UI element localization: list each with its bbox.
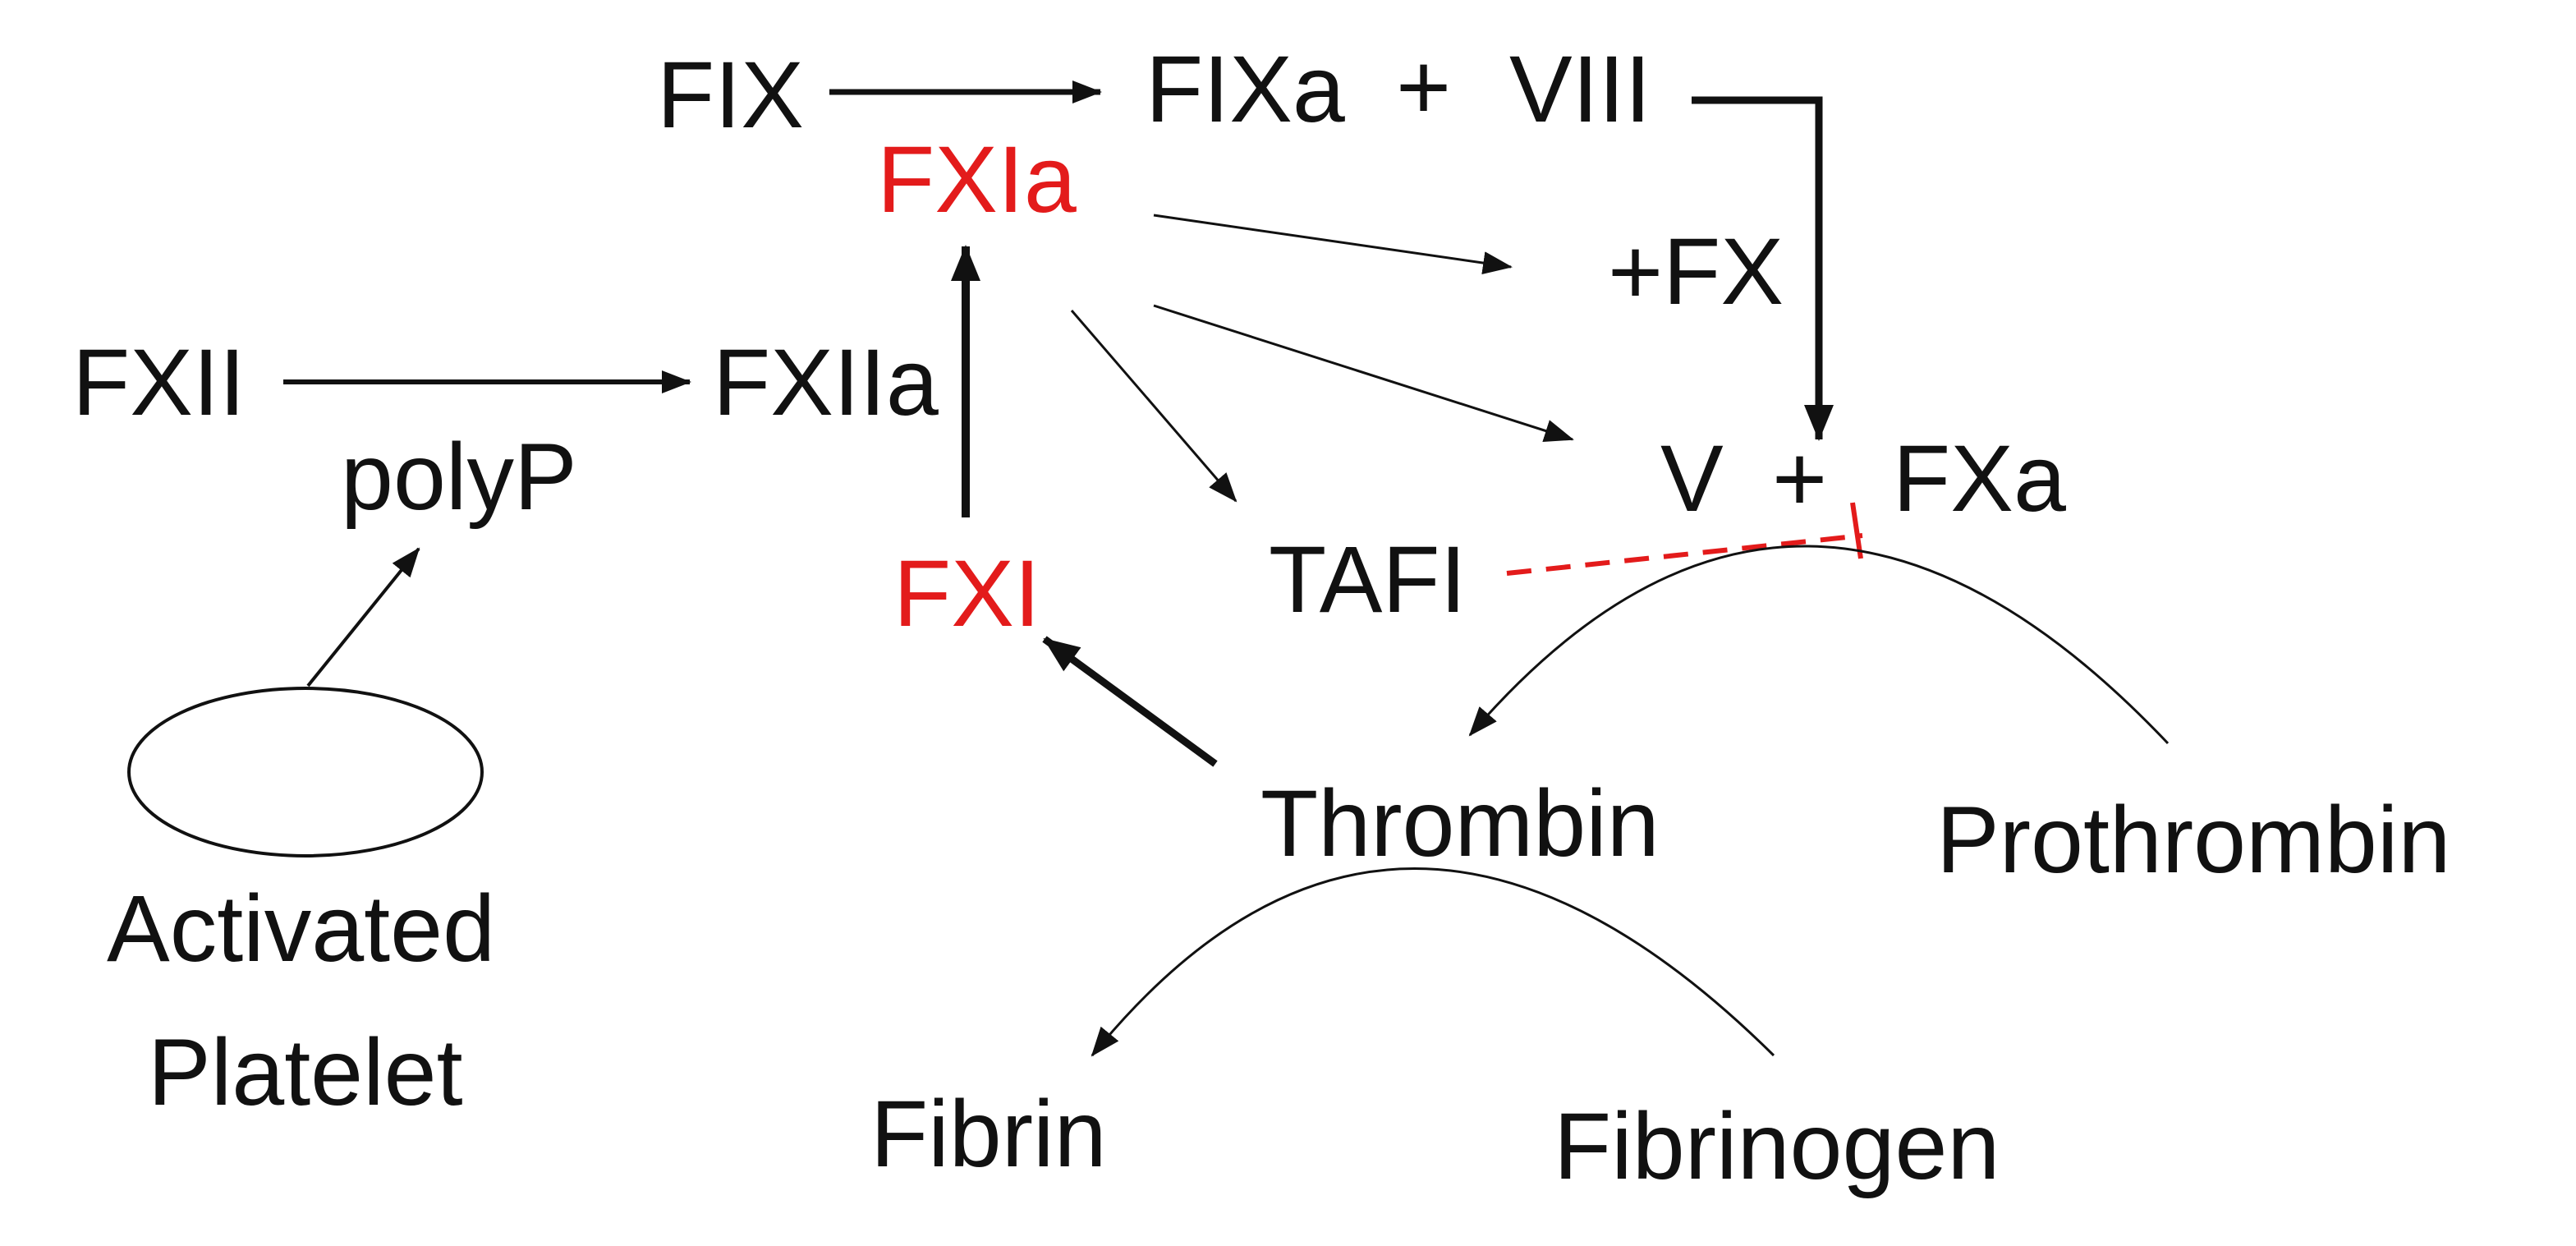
node-fibrin: Fibrin	[870, 1082, 1107, 1187]
node-v: V	[1660, 426, 1724, 531]
node-fxa: FXa	[1893, 426, 2066, 531]
node-plus-fx: +FX	[1608, 219, 1784, 324]
node-fix: FIX	[657, 43, 804, 148]
node-viii: VIII	[1509, 37, 1651, 142]
activated-platelet-shape	[127, 687, 484, 857]
node-platelet: Platelet	[148, 1020, 463, 1125]
node-fixa: FIXa	[1146, 37, 1345, 142]
edge-thrombin-to-fxi	[1042, 636, 1218, 767]
inhibition-bar	[1850, 502, 1863, 559]
edge-fibrinogen-to-fibrin	[1091, 867, 1775, 1057]
edge-fxia-to-v	[1153, 304, 1574, 442]
node-polyp: polyP	[341, 425, 577, 530]
node-plus-fixa-viii: +	[1396, 34, 1451, 140]
edge-prothrombin-to-thrombin	[1468, 545, 2170, 745]
node-tafi: TAFI	[1269, 527, 1467, 632]
node-fxiia: FXIIa	[713, 330, 939, 435]
node-fxi: FXI	[893, 541, 1040, 646]
edge-viii-to-fxa	[1692, 96, 1834, 441]
node-plus-v-fxa: +	[1772, 426, 1827, 531]
node-fxii: FXII	[72, 330, 246, 435]
edge-fxia-to-tafi	[1070, 310, 1237, 503]
node-activated: Activated	[107, 876, 495, 982]
node-thrombin: Thrombin	[1260, 771, 1660, 876]
edge-platelet-to-polyp	[306, 547, 420, 687]
edge-fxia-to-plusfx	[1153, 214, 1513, 274]
node-prothrombin: Prothrombin	[1936, 788, 2450, 893]
node-fxia: FXIa	[877, 127, 1077, 232]
edge-tafi-inhibits-fxa	[1506, 533, 1863, 576]
node-fibrinogen: Fibrinogen	[1554, 1094, 2000, 1199]
